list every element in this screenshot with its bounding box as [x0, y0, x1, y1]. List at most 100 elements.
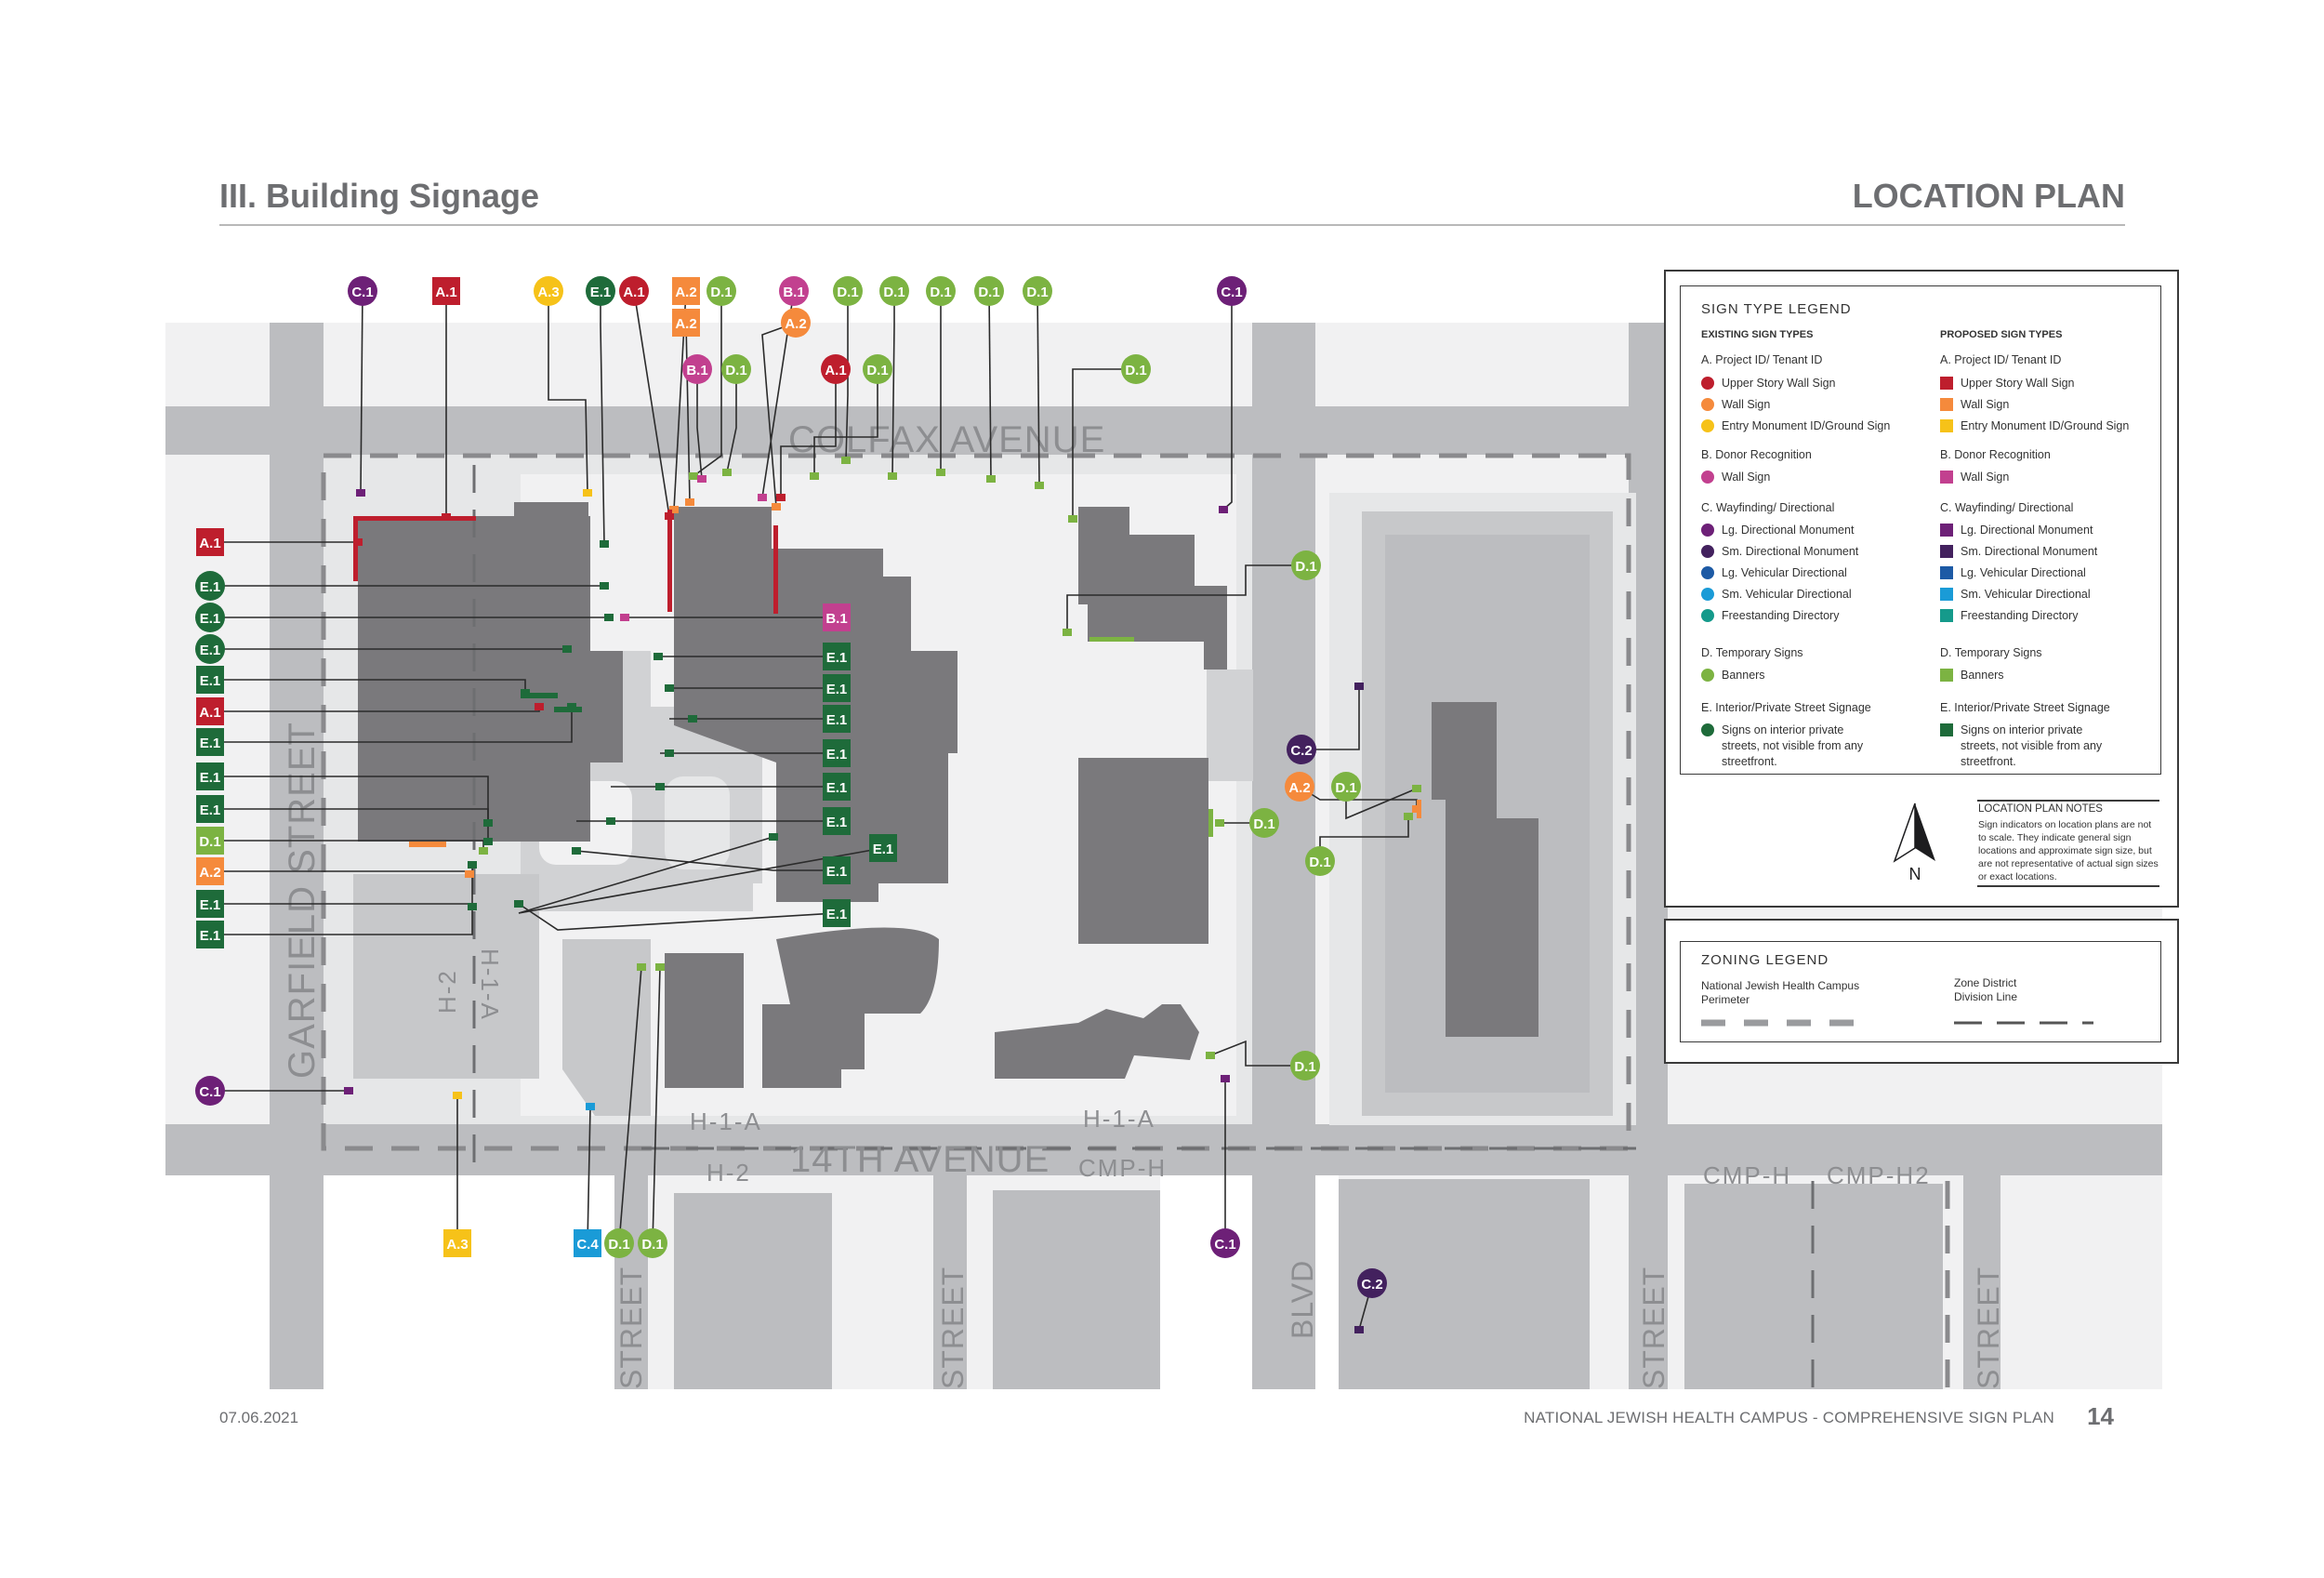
- marker-badge: [196, 857, 224, 885]
- legend-item-label: Freestanding Directory: [1961, 609, 2079, 622]
- legend-item-label: Lg. Vehicular Directional: [1722, 566, 1847, 579]
- marker-label: E.1: [200, 802, 221, 818]
- sign-marker-C-2: C.2: [1287, 735, 1316, 764]
- legend-item-label: Lg. Directional Monument: [1961, 524, 2093, 537]
- marker-badge: [195, 1076, 225, 1106]
- sign-marker-C-2: C.2: [1357, 1268, 1387, 1298]
- sign-location-mark: [986, 475, 996, 483]
- sign-location-mark: [1412, 785, 1421, 792]
- sign-location-mark: [1404, 813, 1413, 820]
- legend-item-label: Sm. Vehicular Directional: [1722, 588, 1852, 601]
- legend-item-label: Sm. Directional Monument: [1722, 545, 1859, 558]
- marker-badge: [823, 739, 851, 767]
- marker-label: E.1: [826, 815, 848, 830]
- sign-marker-E-1: E.1: [823, 643, 851, 670]
- sign-marker-D-1: D.1: [863, 354, 892, 384]
- leader-line: [518, 903, 838, 931]
- legend-group-title: B. Donor Recognition: [1701, 448, 1812, 461]
- leader-line: [652, 966, 661, 1244]
- legend-item-label: Upper Story Wall Sign: [1722, 377, 1836, 390]
- marker-label: D.1: [1253, 816, 1274, 832]
- sign-location-mark: [344, 1087, 353, 1094]
- wall-sign-mark: [1208, 809, 1213, 837]
- sign-location-mark: [604, 614, 614, 621]
- marker-label: A.1: [435, 285, 456, 300]
- marker-label: E.1: [200, 770, 221, 786]
- legend-item-label: Wall Sign: [1961, 471, 2010, 484]
- marker-badge: [1285, 772, 1314, 802]
- legend-swatch-E-1: [1701, 723, 1714, 736]
- legend-item-label: Freestanding Directory: [1722, 609, 1840, 622]
- sign-marker-E-1: E.1: [823, 807, 851, 835]
- marker-label: A.1: [825, 363, 846, 378]
- marker-label: A.2: [785, 316, 806, 332]
- header-rule: [219, 224, 2125, 226]
- legend-group-title: B. Donor Recognition: [1940, 448, 2051, 461]
- footer-doc-title: NATIONAL JEWISH HEALTH CAMPUS - COMPREHE…: [1524, 1409, 2054, 1426]
- sign-location-mark: [688, 715, 697, 723]
- marker-badge: [604, 1228, 634, 1258]
- sign-location-mark: [888, 472, 897, 480]
- marker-label: D.1: [710, 285, 732, 300]
- section-title: III. Building Signage: [219, 177, 540, 215]
- sign-location-mark: [1206, 1052, 1215, 1059]
- leader-line: [210, 907, 473, 935]
- legend-notes-text: Sign indicators on location plans are no…: [1978, 819, 2159, 882]
- sign-marker-E-1: E.1: [195, 634, 225, 664]
- sign-location-mark: [483, 838, 493, 845]
- legend-group-title: D. Temporary Signs: [1940, 646, 2042, 659]
- marker-badge: [195, 634, 225, 664]
- sign-marker-E-1: E.1: [823, 899, 851, 927]
- legend-swatch-D-1: [1701, 669, 1714, 682]
- marker-badge: [823, 603, 851, 631]
- marker-label: A.2: [675, 285, 696, 300]
- sign-marker-B-1: B.1: [779, 276, 809, 306]
- legend-swatch-C-4: [1940, 588, 1953, 601]
- wall-sign-mark: [353, 516, 358, 581]
- legend-item-label: Wall Sign: [1722, 398, 1771, 411]
- marker-badge: [196, 921, 224, 948]
- sign-marker-A-1: A.1: [432, 277, 460, 305]
- marker-badge: [823, 674, 851, 702]
- legend-swatch-A-2: [1701, 398, 1714, 411]
- building-ne: [1078, 507, 1227, 670]
- street-label-street-b: STREET: [936, 1266, 970, 1389]
- zone-label: CMP-H2: [1827, 1161, 1931, 1189]
- zoning-legend-title: ZONING LEGEND: [1701, 952, 1829, 968]
- sign-location-mark: [562, 645, 572, 653]
- street-label-street-a: STREET: [614, 1266, 648, 1389]
- sign-location-mark: [697, 475, 706, 483]
- zoning-legend: ZONING LEGEND National Jewish Health Cam…: [1664, 919, 2179, 1064]
- marker-label: D.1: [930, 285, 951, 300]
- marker-label: D.1: [1294, 1059, 1315, 1075]
- marker-badge: [721, 354, 751, 384]
- marker-label: D.1: [1295, 559, 1316, 575]
- sign-location-mark: [356, 489, 365, 497]
- legend-group-title: C. Wayfinding/ Directional: [1701, 501, 1835, 514]
- leader-line: [210, 808, 489, 842]
- sign-marker-D-1: D.1: [604, 1228, 634, 1258]
- legend-item-label: Signs on interior private streets, not v…: [1722, 723, 1864, 768]
- sign-location-mark: [1215, 819, 1224, 827]
- legend-swatch-C-2: [1701, 545, 1714, 558]
- marker-label: B.1: [825, 611, 847, 627]
- marker-badge: [443, 1229, 471, 1257]
- legend-group-title: E. Interior/Private Street Signage: [1701, 701, 1871, 714]
- marker-badge: [823, 856, 851, 884]
- legend-item-label: Banners: [1722, 669, 1765, 682]
- legend-swatch-C-1: [1701, 524, 1714, 537]
- sign-marker-D-1: D.1: [1290, 1051, 1320, 1081]
- sign-marker-A-1: A.1: [821, 354, 851, 384]
- sign-location-mark: [665, 684, 674, 692]
- sign-location-mark: [769, 833, 778, 841]
- sign-marker-A-2: A.2: [781, 308, 811, 338]
- legend-item-label: Upper Story Wall Sign: [1961, 377, 2075, 390]
- marker-label: D.1: [199, 834, 220, 850]
- marker-badge: [1290, 1051, 1320, 1081]
- marker-badge: [1287, 735, 1316, 764]
- sign-marker-E-1: E.1: [196, 921, 224, 948]
- marker-badge: [1291, 550, 1321, 580]
- sign-location-mark: [1354, 1326, 1364, 1333]
- leader-line: [575, 850, 837, 871]
- marker-badge: [1217, 276, 1247, 306]
